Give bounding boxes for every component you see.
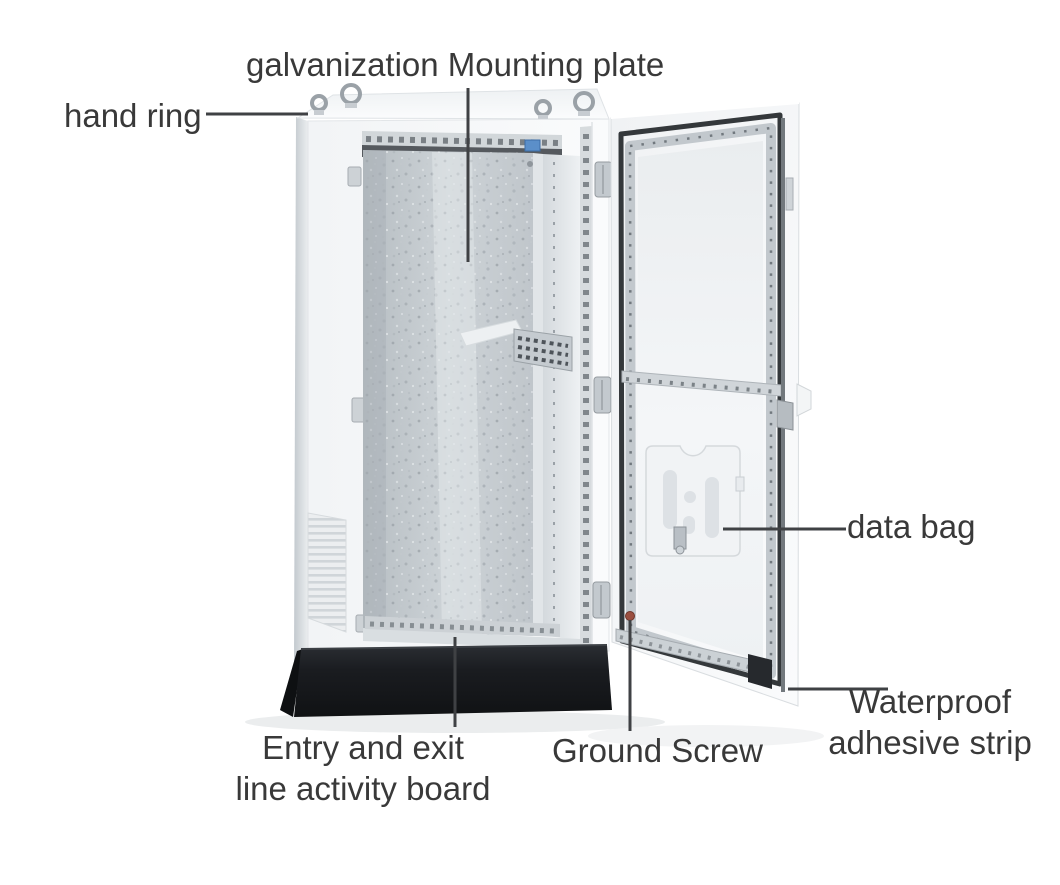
plinth-base — [280, 644, 612, 717]
hand-ring-eyebolts — [310, 83, 595, 120]
cable-rail-bracket — [513, 328, 573, 372]
label-entry-exit-board: Entry and exit line activity board — [232, 728, 494, 810]
door-lock-block — [776, 399, 794, 431]
label-entry-line1: Entry and exit — [262, 729, 464, 766]
door-latch-tab — [796, 383, 812, 417]
blue-clamp — [524, 139, 541, 152]
interior-floor — [363, 628, 580, 649]
waterproof-gasket — [618, 112, 783, 687]
cabinet-left-side-panel — [294, 117, 308, 664]
label-waterproof-strip: Waterproof adhesive strip — [799, 682, 1060, 764]
label-entry-line2: line activity board — [235, 769, 491, 807]
door-inner-panel — [638, 141, 763, 662]
entry-rail-holes — [369, 621, 555, 634]
data-bag — [645, 445, 745, 557]
interior-right-wall — [543, 154, 580, 641]
label-data-bag: data bag — [847, 508, 976, 545]
label-hand-ring: hand ring — [64, 97, 202, 134]
vent-louver — [307, 512, 347, 633]
door-bottom-sill — [615, 628, 772, 689]
label-mounting-plate: galvanization Mounting plate — [246, 46, 665, 83]
door-corner-bracket — [748, 654, 772, 689]
hand-ring-eyebolt — [310, 94, 328, 115]
leader-lines — [206, 88, 888, 731]
hand-ring-eyebolt — [534, 99, 552, 120]
cabinet-door — [592, 102, 812, 707]
lock-rod-guide — [785, 177, 794, 211]
label-waterproof-line2: adhesive strip — [828, 723, 1032, 761]
door-hinges — [592, 161, 613, 619]
hand-ring-eyebolt — [573, 91, 595, 116]
door-shadow — [588, 725, 824, 747]
mounting-plate-bend-edge — [533, 153, 543, 636]
ground-screw — [625, 611, 635, 621]
mounting-plate — [363, 150, 543, 636]
cabinet-top-face — [296, 88, 610, 120]
label-ground-screw: Ground Screw — [552, 732, 763, 769]
label-waterproof-line1: Waterproof — [848, 683, 1011, 720]
cabinet-interior — [362, 122, 593, 650]
hand-ring-eyebolt — [340, 83, 362, 108]
